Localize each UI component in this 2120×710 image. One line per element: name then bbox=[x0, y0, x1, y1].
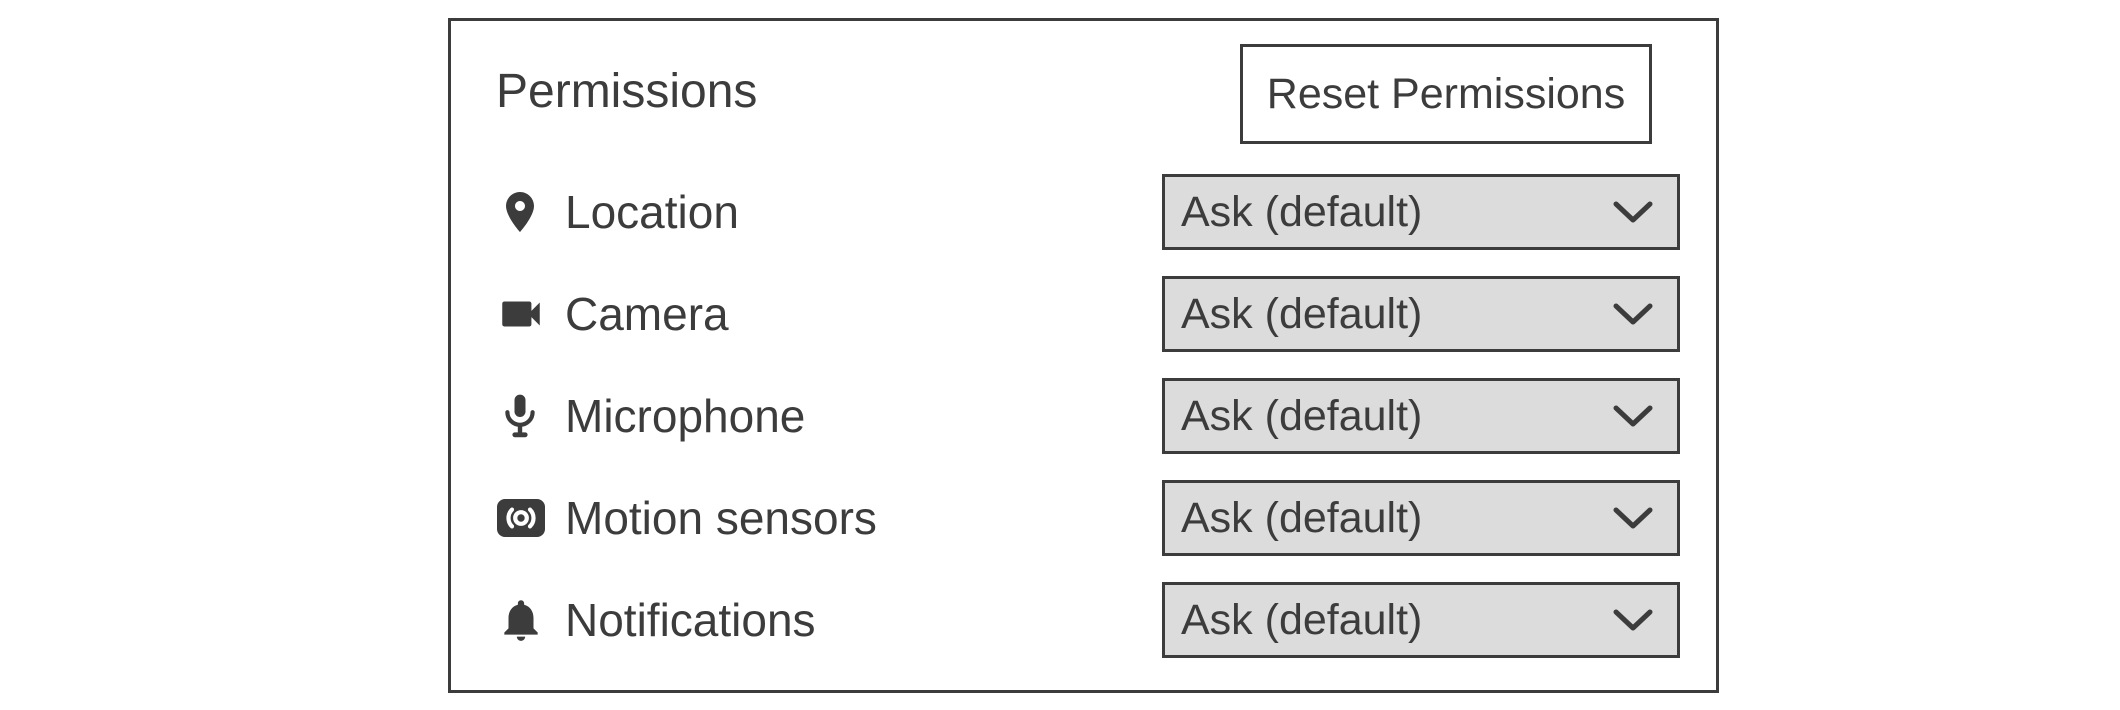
selected-option-label: Ask (default) bbox=[1181, 289, 1423, 338]
motion-sensors-permission-select[interactable]: Ask (default) bbox=[1162, 480, 1680, 556]
panel-title: Permissions bbox=[496, 65, 758, 118]
microphone-permission-select[interactable]: Ask (default) bbox=[1162, 378, 1680, 454]
camera-permission-select[interactable]: Ask (default) bbox=[1162, 276, 1680, 352]
bell-icon bbox=[496, 592, 548, 648]
video-camera-icon bbox=[496, 286, 548, 342]
permission-row-notifications: Notifications Ask (default) bbox=[496, 582, 1680, 658]
chevron-down-icon bbox=[1611, 301, 1655, 327]
chevron-down-icon bbox=[1611, 505, 1655, 531]
permissions-panel: Permissions Reset Permissions Location A… bbox=[448, 18, 1719, 693]
permission-row-motion-sensors: Motion sensors Ask (default) bbox=[496, 480, 1680, 556]
reset-permissions-button[interactable]: Reset Permissions bbox=[1240, 44, 1652, 144]
permission-row-camera: Camera Ask (default) bbox=[496, 276, 1680, 352]
permission-label: Location bbox=[565, 186, 739, 238]
permission-row-location: Location Ask (default) bbox=[496, 174, 1680, 250]
permission-label: Notifications bbox=[565, 594, 816, 646]
selected-option-label: Ask (default) bbox=[1181, 493, 1423, 542]
selected-option-label: Ask (default) bbox=[1181, 391, 1423, 440]
chevron-down-icon bbox=[1611, 607, 1655, 633]
permission-label: Camera bbox=[565, 288, 729, 340]
permission-label: Microphone bbox=[565, 390, 806, 442]
location-pin-icon bbox=[496, 184, 548, 240]
microphone-icon bbox=[496, 388, 548, 444]
chevron-down-icon bbox=[1611, 199, 1655, 225]
permission-row-microphone: Microphone Ask (default) bbox=[496, 378, 1680, 454]
notifications-permission-select[interactable]: Ask (default) bbox=[1162, 582, 1680, 658]
selected-option-label: Ask (default) bbox=[1181, 187, 1423, 236]
chevron-down-icon bbox=[1611, 403, 1655, 429]
selected-option-label: Ask (default) bbox=[1181, 595, 1423, 644]
location-permission-select[interactable]: Ask (default) bbox=[1162, 174, 1680, 250]
permission-label: Motion sensors bbox=[565, 492, 877, 544]
motion-sensors-icon bbox=[496, 490, 548, 546]
